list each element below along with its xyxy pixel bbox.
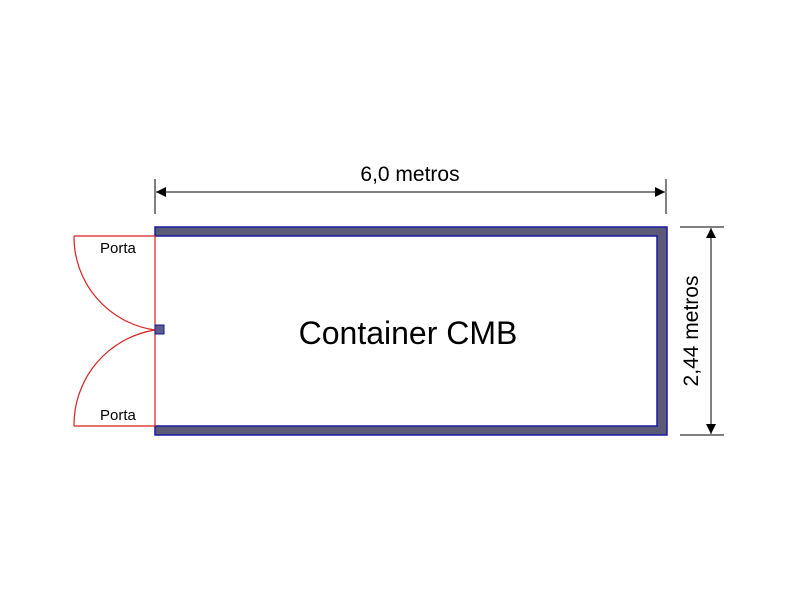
door-top bbox=[73, 235, 156, 331]
door-top-swing-arc bbox=[73, 235, 156, 331]
width-label: 2,44 metros bbox=[680, 276, 703, 387]
door-bottom-swing-arc bbox=[73, 329, 156, 427]
container-title: Container CMB bbox=[299, 315, 518, 351]
length-dimension: 6,0 metros bbox=[154, 163, 667, 214]
width-dimension: 2,44 metros bbox=[680, 226, 724, 436]
length-label: 6,0 metros bbox=[360, 163, 459, 186]
door-hinge bbox=[154, 324, 165, 335]
door-bottom bbox=[73, 329, 156, 427]
door-top-label: Porta bbox=[100, 240, 137, 257]
door-bottom-label: Porta bbox=[100, 407, 137, 424]
